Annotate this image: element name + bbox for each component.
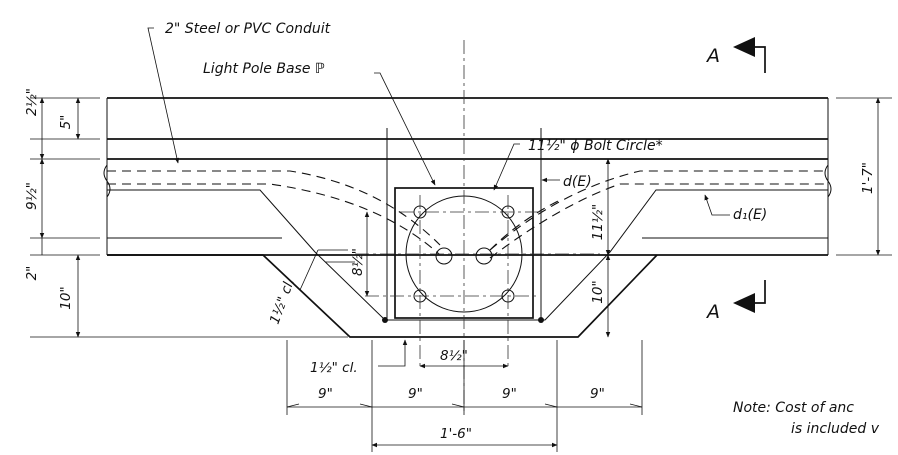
d1-e-leader — [704, 194, 730, 216]
left-break-mark — [103, 164, 111, 198]
conduit-opening-left — [435, 247, 453, 265]
right-dimensions: 1'-7" 11½" 10" — [590, 97, 892, 338]
pole-base-leader — [374, 72, 436, 186]
reinforcing-bar-profile — [107, 189, 828, 321]
rebar-dot-right — [538, 317, 544, 323]
bolt-circle-leader — [493, 143, 520, 191]
d-e-label: d(E) — [563, 174, 592, 190]
dim-1-7-text: 1'-7" — [860, 162, 876, 194]
section-mark-bottom: A — [705, 280, 766, 323]
clear-bottom-leader — [378, 339, 408, 367]
conduit-label: 2" Steel or PVC Conduit — [165, 21, 331, 37]
dim-tick-1 — [286, 403, 300, 408]
conduit-opening-right — [475, 247, 493, 265]
dim-1-6-text: 1'-6" — [440, 426, 472, 442]
rebar-dot-left — [382, 317, 388, 323]
conduit-runs — [107, 170, 828, 259]
base-plate — [355, 40, 600, 415]
conduit-left-lower — [107, 183, 441, 256]
pole-base-label: Light Pole Base ℙ — [203, 61, 325, 77]
section-a-top-letter: A — [705, 45, 720, 67]
leaders — [147, 27, 730, 367]
conduit-right-lower — [489, 183, 828, 259]
section-cut-line-top — [755, 46, 766, 73]
dim-11-5-text: 11½" — [590, 204, 606, 240]
clear-slope-label: 1½" cl. — [267, 276, 298, 326]
section-mark-top: A — [705, 37, 766, 73]
pocket-outline — [107, 254, 658, 338]
note-line-2: is included v — [791, 421, 880, 437]
clear-bottom-label: 1½" cl. — [310, 360, 358, 376]
dim-9-a-text: 9" — [318, 386, 333, 402]
dim-10-inner-text: 10" — [590, 280, 606, 303]
dim-2-text: 2" — [24, 266, 40, 281]
dim-5-text: 5" — [58, 115, 74, 130]
dim-8-5-vertical-text: 8½" — [350, 248, 366, 276]
dim-10-left-text: 10" — [58, 286, 74, 309]
dim-2-5-text: 2½" — [24, 88, 40, 116]
dim-9-d-text: 9" — [590, 386, 605, 402]
dim-9-c-text: 9" — [502, 386, 517, 402]
conduit-right-upper — [489, 170, 828, 251]
dim-9-5-text: 9½" — [24, 182, 40, 210]
dim-tick-4 — [544, 403, 558, 408]
bolt-circle-label: 11½" ϕ Bolt Circle* — [528, 138, 663, 154]
bottom-dimensions: 9" 9" 9" 9" 1'-6" — [286, 340, 643, 452]
section-arrow-bottom-icon — [733, 293, 755, 313]
dim-tick-5 — [629, 403, 643, 408]
note-line-1: Note: Cost of anc — [733, 400, 854, 416]
dim-8-5-horizontal-text: 8½" — [440, 348, 468, 364]
left-dimensions: 5" 2½" 9½" 2" 10" — [24, 88, 348, 338]
slab-outline — [103, 97, 832, 338]
section-a-bottom-letter: A — [705, 301, 720, 323]
d1-e-label: d₁(E) — [733, 207, 767, 223]
conduit-right-curve — [489, 199, 561, 251]
dim-tick-2 — [359, 403, 373, 408]
section-cut-line-bottom — [755, 280, 766, 304]
conduit-leader — [147, 27, 180, 164]
dim-tick-3 — [451, 403, 465, 408]
section-arrow-top-icon — [733, 37, 755, 57]
conduit-left-upper — [107, 170, 441, 246]
dim-9-b-text: 9" — [408, 386, 423, 402]
clear-slope-leader-c — [299, 249, 319, 291]
